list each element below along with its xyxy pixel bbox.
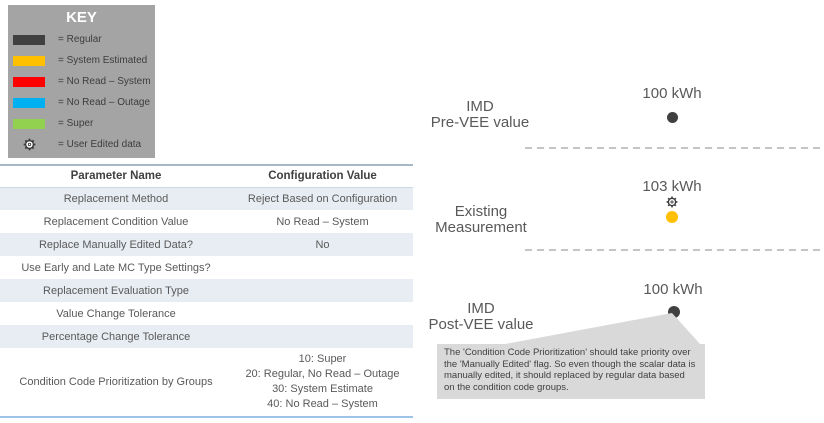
table-row: Replacement Evaluation Type bbox=[0, 279, 413, 302]
param-name: Replacement Evaluation Type bbox=[43, 284, 189, 297]
param-name: Replacement Condition Value bbox=[43, 215, 189, 228]
separator-dashed-line bbox=[525, 249, 824, 251]
config-value: Reject Based on Configuration bbox=[247, 192, 398, 205]
existing-system-estimated-dot bbox=[666, 211, 678, 223]
column-header-parameter-name: Parameter Name bbox=[0, 165, 232, 188]
table-row: Replace Manually Edited Data? No bbox=[0, 233, 413, 256]
separator-dashed-line bbox=[525, 147, 824, 149]
key-item-no-read-system: = No Read – System bbox=[8, 71, 155, 92]
param-name: Replace Manually Edited Data? bbox=[38, 238, 194, 251]
key-panel: KEY = Regular = System Estimated = No Re… bbox=[8, 5, 155, 158]
key-item-label: = No Read – System bbox=[58, 76, 151, 87]
parameter-table: Parameter Name Configuration Value Repla… bbox=[0, 164, 413, 418]
no-read-outage-swatch bbox=[13, 97, 45, 108]
pre-vee-value-label: 100 kWh bbox=[642, 85, 702, 102]
callout-pointer bbox=[505, 313, 700, 344]
key-item-label: = System Estimated bbox=[58, 55, 148, 66]
table-row: Replacement Method Reject Based on Confi… bbox=[0, 187, 413, 210]
existing-value-label: 103 kWh bbox=[642, 178, 702, 195]
config-value bbox=[232, 302, 413, 325]
config-value bbox=[232, 279, 413, 302]
config-value: 10: Super 20: Regular, No Read – Outage … bbox=[245, 353, 400, 410]
key-item-super: = Super bbox=[8, 113, 155, 134]
key-item-regular: = Regular bbox=[8, 29, 155, 50]
config-value bbox=[232, 325, 413, 348]
section-label-post-vee: IMD Post-VEE value bbox=[428, 300, 534, 333]
key-item-label: = Regular bbox=[58, 34, 102, 45]
system-estimated-swatch bbox=[13, 55, 45, 66]
gear-icon bbox=[666, 196, 678, 208]
param-name: Replacement Method bbox=[63, 192, 169, 205]
key-title: KEY bbox=[66, 9, 97, 26]
table-row: Condition Code Prioritization by Groups … bbox=[0, 348, 413, 417]
table-row: Use Early and Late MC Type Settings? bbox=[0, 256, 413, 279]
table-row: Replacement Condition Value No Read – Sy… bbox=[0, 210, 413, 233]
config-value: No Read – System bbox=[276, 215, 369, 228]
key-item-label: = No Read – Outage bbox=[58, 97, 151, 108]
key-item-system-estimated: = System Estimated bbox=[8, 50, 155, 71]
param-name: Condition Code Prioritization by Groups bbox=[19, 376, 213, 388]
callout-note: The 'Condition Code Prioritization' shou… bbox=[437, 344, 705, 399]
section-label-existing-measurement: Existing Measurement bbox=[435, 203, 527, 236]
post-vee-value-label: 100 kWh bbox=[643, 281, 703, 298]
regular-swatch bbox=[13, 34, 45, 45]
param-name: Use Early and Late MC Type Settings? bbox=[21, 261, 211, 274]
param-name: Percentage Change Tolerance bbox=[41, 330, 191, 343]
table-row: Value Change Tolerance bbox=[0, 302, 413, 325]
config-value bbox=[232, 256, 413, 279]
pre-vee-regular-dot bbox=[667, 112, 678, 123]
section-label-pre-vee: IMD Pre-VEE value bbox=[430, 98, 530, 131]
table-header-row: Parameter Name Configuration Value bbox=[0, 165, 413, 188]
param-name: Value Change Tolerance bbox=[56, 307, 176, 320]
key-item-label: = Super bbox=[58, 118, 94, 129]
no-read-system-swatch bbox=[13, 76, 45, 87]
super-swatch bbox=[13, 118, 45, 129]
gear-icon bbox=[23, 138, 35, 151]
config-value: No bbox=[315, 238, 330, 251]
key-item-no-read-outage: = No Read – Outage bbox=[8, 92, 155, 113]
key-item-label: = User Edited data bbox=[58, 139, 142, 150]
table-row: Percentage Change Tolerance bbox=[0, 325, 413, 348]
column-header-configuration-value: Configuration Value bbox=[232, 165, 413, 188]
key-item-user-edited: = User Edited data bbox=[8, 134, 155, 155]
